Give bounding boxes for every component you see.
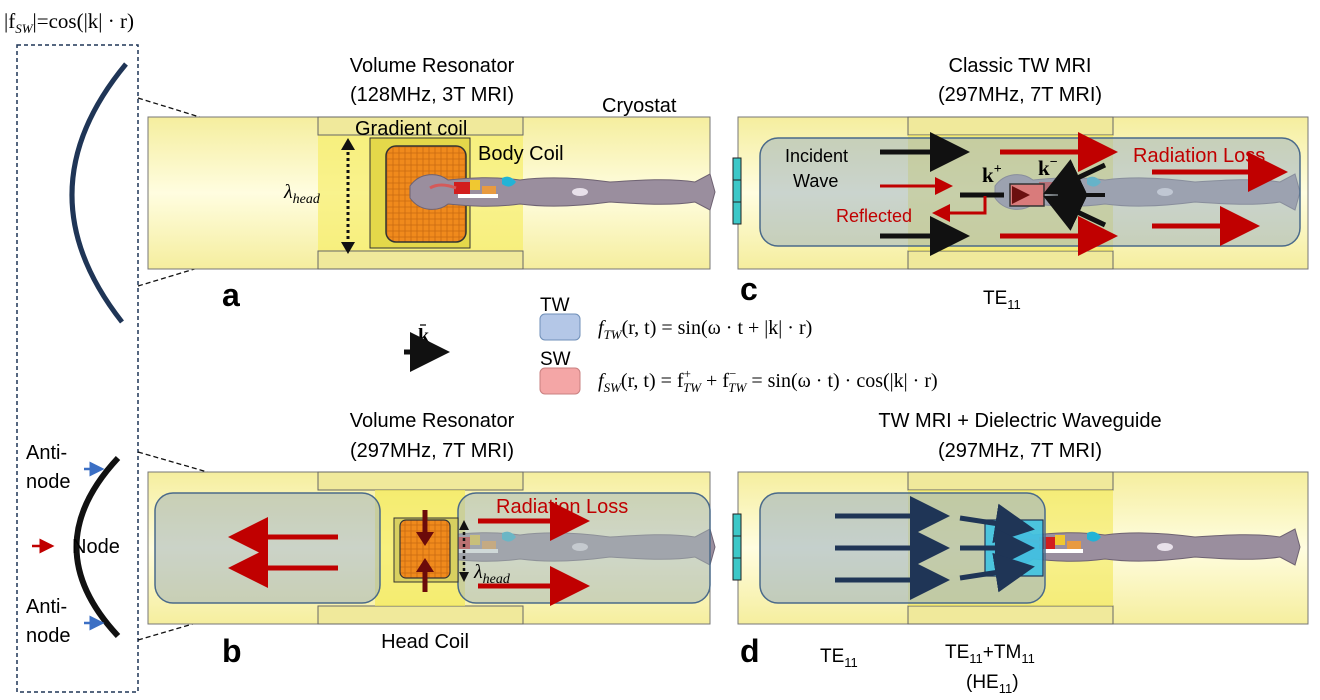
legend-sw-label: SW [540,349,571,370]
panel-a: Volume Resonator (128MHz, 3T MRI) Cryost… [147,55,717,313]
panel-c-incident-label-1: Incident [785,146,848,166]
panel-d-letter: d [740,633,760,669]
panel-c-title-line2: (297MHz, 7T MRI) [938,84,1102,106]
panel-d-wave-arrow-4 [959,503,1035,544]
panel-b: Volume Resonator (297MHz, 7T MRI) λhead … [147,410,717,669]
panel-d-mode2-label: TE11+TM11 [945,642,1035,666]
legend-tw-label: TW [540,295,570,316]
panel-d-wave-arrow-6 [959,552,1035,593]
panel-c-k-plus-label: k+ [982,162,1002,187]
panel-d-antenna [732,513,742,581]
panel-a-phantom [408,172,717,212]
legend-tw-swatch [539,313,581,341]
panel-c-antenna [732,157,742,225]
panel-a-gradient-coil-bottom [317,250,524,270]
panel-c-reflected-arrow [932,196,987,222]
panel-a-gradient-coil-label: Gradient coil [355,118,467,140]
antinode-bottom-label-1: Anti- [26,596,67,618]
standing-wave-curve-bottom [73,455,121,639]
panel-d-title-line2: (297MHz, 7T MRI) [938,440,1102,462]
panel-a-title-line1: Volume Resonator [350,55,515,77]
node-label: Node [72,536,120,558]
panel-c-title-line1: Classic TW MRI [949,55,1092,77]
panel-b-lambda-label: λhead [473,561,511,587]
panel-d-gradient-coil-top [907,471,1114,491]
legend-tw-equation: fTW(r, t) = sin(ω · t + |k| · r) [598,317,812,342]
panel-c-radiation-loss-label: Radiation Loss [1133,145,1265,167]
panel-a-cryostat-label: Cryostat [602,95,677,117]
panel-d-title-line1: TW MRI + Dielectric Waveguide [878,410,1161,432]
legend-sw-equation: fSW(r, t) = f+TW + f−TW = sin(ω · t) · c… [598,366,938,395]
panel-b-title-line1: Volume Resonator [350,410,515,432]
panel-a-body-coil-label: Body Coil [478,143,564,165]
side-panel-border [16,44,139,693]
antinode-bottom-label-2: node [26,625,71,647]
panel-b-head-coil-label: Head Coil [381,631,469,653]
side-formula: |fSW|=cos(|k| · r) [4,9,134,36]
panel-b-letter: b [222,633,242,669]
panel-b-radiation-loss-label: Radiation Loss [496,496,628,518]
panel-d-mode3-label: (HE11) [966,672,1019,696]
panel-c-incident-label-2: Wave [793,171,838,191]
panel-d-mode1-label: TE11 [820,646,858,670]
panel-c-gradient-coil-bottom [907,250,1114,270]
panel-c-reflected-label: Reflected [836,206,912,226]
legend: k TW SW fTW(r, t) = sin(ω · t + |k| · r)… [404,295,938,395]
side-panel: |fSW|=cos(|k| · r) Anti- node Node Anti-… [4,9,413,693]
legend-sw-swatch [539,367,581,395]
panel-b-title-line2: (297MHz, 7T MRI) [350,440,514,462]
panel-b-gradient-coil-bottom [317,605,524,625]
panel-a-lambda-label: λhead [283,181,321,207]
antinode-top-label-1: Anti- [26,442,67,464]
antinode-top-label-2: node [26,471,71,493]
panel-c-coil-arrowhead [1012,186,1030,204]
panel-c-k-minus-label: k− [1038,155,1058,180]
panel-c-gradient-coil-top [907,116,1114,136]
panel-c: Classic TW MRI (297MHz, 7T MRI) Incident… [732,55,1309,312]
panel-a-letter: a [222,277,240,313]
panel-a-lambda-arrowhead-bottom [341,242,355,254]
panel-b-tw-box-left [154,492,381,604]
standing-wave-curve-top [69,62,128,324]
panel-b-gradient-coil-top [317,471,524,491]
panel-d: TW MRI + Dielectric Waveguide (297MHz, 7… [732,410,1309,696]
panel-a-title-line2: (128MHz, 3T MRI) [350,84,514,106]
panel-a-gradient-coil-top [317,116,524,136]
panel-a-lambda-arrowhead-top [341,138,355,150]
panel-c-letter: c [740,271,758,307]
panel-d-gradient-coil-bottom [907,605,1114,625]
k-vector-label: k [418,325,430,347]
panel-c-mode-label: TE11 [983,288,1021,312]
